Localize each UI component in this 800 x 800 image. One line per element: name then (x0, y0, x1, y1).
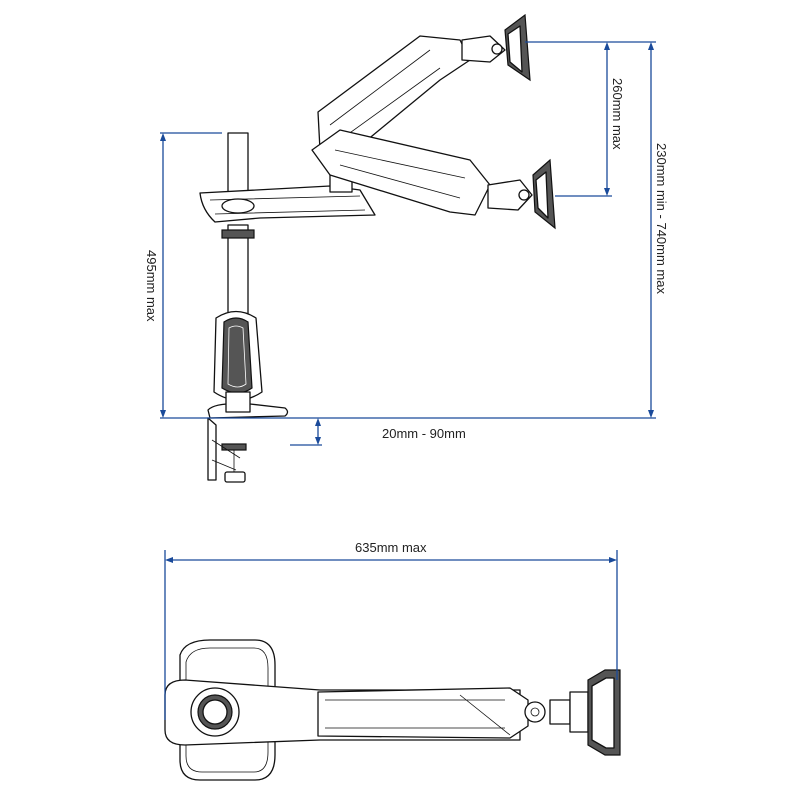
desk-clamp (207, 402, 289, 483)
upper-arm-lowered (311, 129, 556, 230)
side-view (199, 13, 556, 483)
top-view (164, 639, 621, 781)
dimension-tilt-range: 260mm max (525, 41, 625, 197)
height-range-label: 230mm min - 740mm max (654, 143, 669, 294)
dimension-height-range: 230mm min - 740mm max (612, 41, 669, 418)
tilt-range-label: 260mm max (610, 78, 625, 150)
clamp-range-label: 20mm - 90mm (382, 426, 466, 441)
reach-label: 635mm max (355, 540, 427, 555)
pole (213, 132, 263, 413)
upper-arm-raised (317, 13, 531, 151)
dimension-reach: 635mm max (164, 540, 618, 720)
dimension-clamp-range: 20mm - 90mm (290, 418, 466, 446)
dimension-pole-height: 495mm max (144, 132, 222, 418)
pole-height-label: 495mm max (144, 250, 159, 322)
